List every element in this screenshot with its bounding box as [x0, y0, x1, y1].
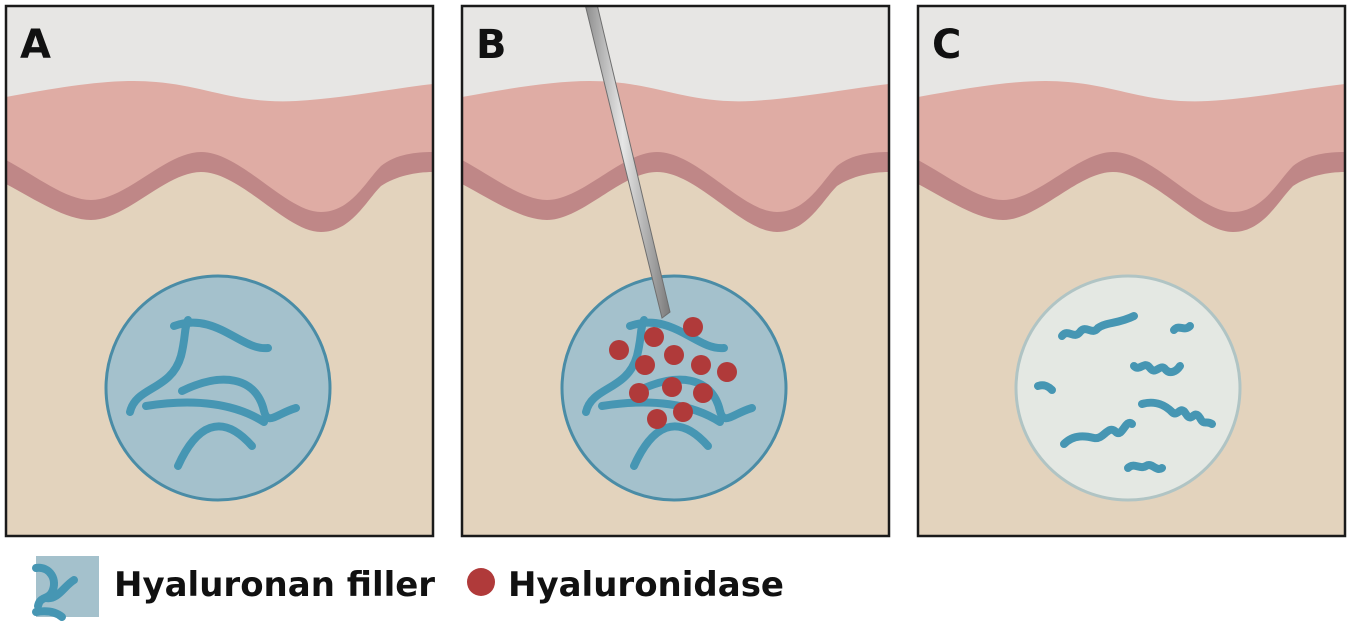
panel-b: B: [460, 4, 891, 538]
filler-bolus: [104, 274, 332, 502]
enzyme-dot: [662, 377, 682, 397]
panel-border: [916, 4, 1347, 538]
filler-legend-label: Hyaluronan filler: [114, 565, 435, 605]
enzyme-dot: [609, 340, 629, 360]
enzyme-legend-label: Hyaluronidase: [508, 565, 784, 605]
enzyme-dot: [683, 317, 703, 337]
needle: [584, 6, 671, 319]
hyaluronidase-dots: [609, 317, 737, 429]
panel-label: C: [932, 22, 961, 68]
legend: Hyaluronan filler Hyaluronidase: [32, 556, 784, 621]
enzyme-dot: [717, 362, 737, 382]
panel-border: [460, 4, 891, 538]
panel-c: C: [916, 4, 1347, 538]
enzyme-dot: [635, 355, 655, 375]
enzyme-legend-icon: [467, 568, 495, 596]
enzyme-dot: [647, 409, 667, 429]
panel-label: A: [20, 22, 51, 68]
enzyme-dot: [693, 383, 713, 403]
enzyme-dot: [664, 345, 684, 365]
enzyme-dot: [691, 355, 711, 375]
panel-label: B: [476, 22, 507, 68]
enzyme-dot: [629, 383, 649, 403]
panel-border: [4, 4, 435, 538]
filler-legend-icon: [32, 556, 99, 621]
degraded-fragments: [1034, 312, 1216, 473]
enzyme-dot: [644, 327, 664, 347]
panel-a: A: [4, 4, 435, 538]
enzyme-dot: [673, 402, 693, 422]
